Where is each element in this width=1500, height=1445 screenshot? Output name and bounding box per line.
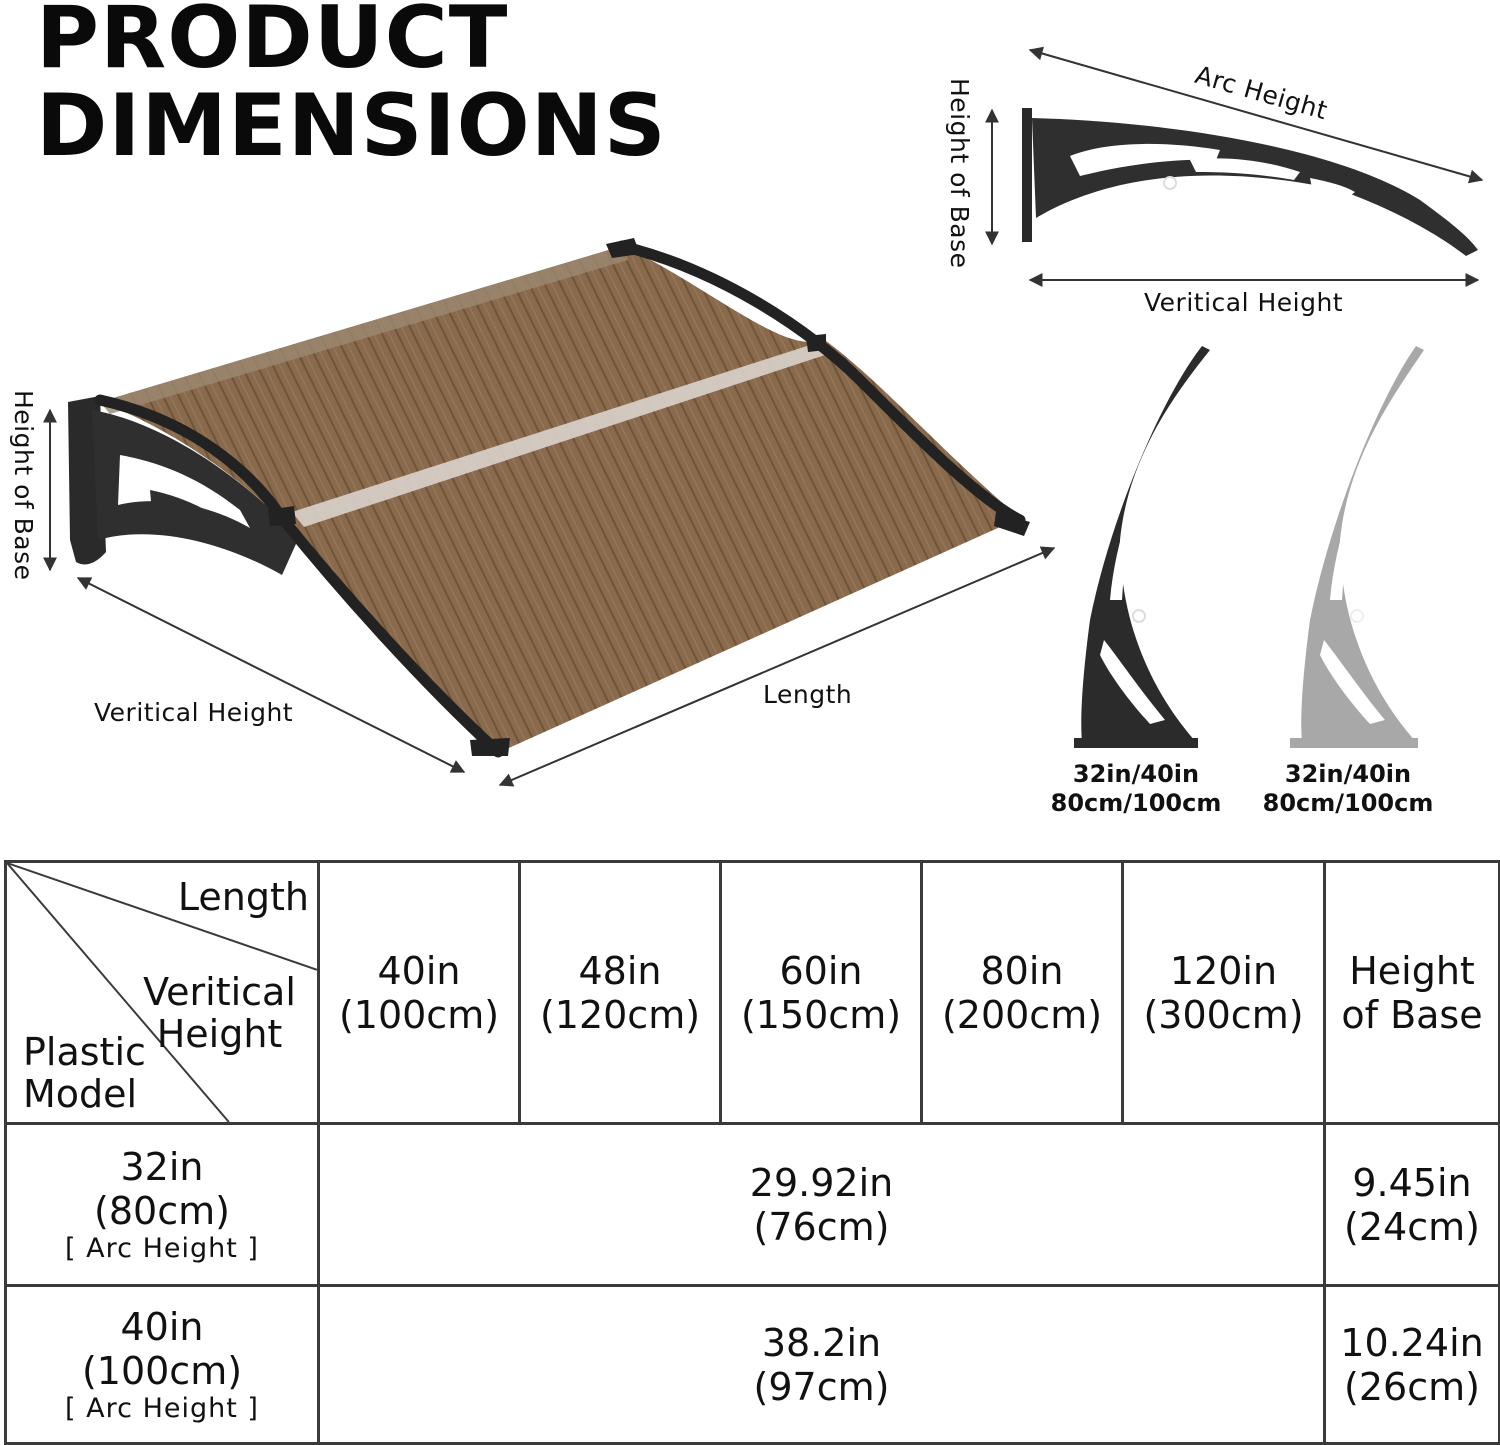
col-header-line1: 40in bbox=[377, 948, 461, 993]
arc-height-arrow bbox=[1028, 46, 1484, 184]
model-size-in: 32in bbox=[120, 1144, 204, 1189]
side-height-of-base-label: Height of Base bbox=[945, 78, 974, 269]
column-header-40in: 40in(100cm) bbox=[317, 860, 521, 1125]
column-header-60in: 60in(150cm) bbox=[719, 860, 923, 1125]
corner-diagonals bbox=[8, 864, 316, 1121]
vertical-height-cm: (76cm) bbox=[753, 1204, 890, 1249]
column-header-80in: 80in(200cm) bbox=[920, 860, 1124, 1125]
table-corner-cell: Length Veritical Height Plastic Model bbox=[4, 860, 320, 1125]
col-header-line1: 48in bbox=[578, 948, 662, 993]
corner-vertical-line1: Veritical bbox=[143, 970, 296, 1014]
main-vertical-height-label: Veritical Height bbox=[94, 698, 294, 727]
column-header-120in: 120in(300cm) bbox=[1121, 860, 1326, 1125]
corner-model-label: Plastic Model bbox=[23, 1031, 146, 1115]
grey-bracket-size-label: 32in/40in 80cm/100cm bbox=[1248, 760, 1448, 818]
black-bracket-size-cm: 80cm/100cm bbox=[1050, 789, 1222, 817]
grey-bracket bbox=[1290, 346, 1424, 748]
col-header-line2: (100cm) bbox=[338, 992, 500, 1037]
table-row: 40in (100cm) [ Arc Height ] 38.2in (97cm… bbox=[4, 1284, 1500, 1445]
col-header-line1: 60in bbox=[779, 948, 863, 993]
side-vertical-height-label: Veritical Height bbox=[1144, 288, 1344, 317]
model-size-cm: (80cm) bbox=[94, 1188, 230, 1233]
col-header-line2: (150cm) bbox=[740, 992, 902, 1037]
grey-bracket-size-in: 32in/40in bbox=[1284, 760, 1412, 788]
vertical-height-in: 29.92in bbox=[749, 1160, 894, 1205]
vertical-height-arrow bbox=[76, 577, 466, 773]
col-header-line2: (200cm) bbox=[941, 992, 1103, 1037]
col-header-line1: Height bbox=[1349, 948, 1475, 993]
dimensions-table: Length Veritical Height Plastic Model 40… bbox=[4, 860, 1500, 1445]
col-header-line1: 120in bbox=[1169, 948, 1278, 993]
model-cell: 32in (80cm) [ Arc Height ] bbox=[4, 1122, 320, 1287]
corner-vertical-line2: Height bbox=[156, 1012, 283, 1056]
base-height-cm: (24cm) bbox=[1344, 1204, 1480, 1249]
col-header-line1: 80in bbox=[980, 948, 1064, 993]
column-header-48in: 48in(120cm) bbox=[518, 860, 722, 1125]
grey-bracket-size-cm: 80cm/100cm bbox=[1262, 789, 1434, 817]
black-bracket bbox=[1074, 346, 1210, 748]
vertical-height-cell: 38.2in (97cm) bbox=[317, 1284, 1326, 1445]
base-height-in: 9.45in bbox=[1352, 1160, 1472, 1205]
table-row: 32in (80cm) [ Arc Height ] 29.92in (76cm… bbox=[4, 1122, 1500, 1287]
canopy-illustration bbox=[68, 238, 1030, 758]
vertical-height-cell: 29.92in (76cm) bbox=[317, 1122, 1326, 1287]
base-height-cell: 10.24in (26cm) bbox=[1323, 1284, 1500, 1445]
product-illustration bbox=[43, 46, 1484, 787]
corner-vertical-height-label: Veritical Height bbox=[132, 971, 307, 1055]
base-height-in: 10.24in bbox=[1340, 1320, 1484, 1365]
vertical-height-in: 38.2in bbox=[761, 1320, 882, 1365]
corner-length-label: Length bbox=[177, 875, 309, 919]
title-line-1: PRODUCT bbox=[36, 0, 509, 88]
base-height-cm: (26cm) bbox=[1344, 1364, 1480, 1409]
corner-model-line1: Plastic bbox=[23, 1030, 146, 1074]
length-arrow bbox=[498, 546, 1056, 787]
corner-model-line2: Model bbox=[23, 1072, 138, 1116]
model-note: [ Arc Height ] bbox=[65, 1232, 259, 1264]
model-size-in: 40in bbox=[120, 1304, 204, 1349]
base-height-cell: 9.45in (24cm) bbox=[1323, 1122, 1500, 1287]
model-size-cm: (100cm) bbox=[81, 1348, 243, 1393]
vertical-height-cm: (97cm) bbox=[753, 1364, 890, 1409]
side-view-bracket bbox=[1022, 108, 1478, 256]
main-height-of-base-label: Height of Base bbox=[9, 390, 38, 581]
col-header-line2: (300cm) bbox=[1143, 992, 1304, 1037]
model-cell: 40in (100cm) [ Arc Height ] bbox=[4, 1284, 320, 1445]
col-header-line2: (120cm) bbox=[539, 992, 701, 1037]
main-length-label: Length bbox=[763, 680, 853, 709]
black-bracket-size-in: 32in/40in bbox=[1072, 760, 1200, 788]
table-header-row: Length Veritical Height Plastic Model 40… bbox=[4, 860, 1500, 1125]
title-line-2: DIMENSIONS bbox=[36, 76, 667, 176]
col-header-line2: of Base bbox=[1341, 992, 1483, 1037]
model-note: [ Arc Height ] bbox=[65, 1392, 259, 1424]
black-bracket-size-label: 32in/40in 80cm/100cm bbox=[1036, 760, 1236, 818]
page-title: PRODUCT DIMENSIONS bbox=[36, 0, 667, 170]
